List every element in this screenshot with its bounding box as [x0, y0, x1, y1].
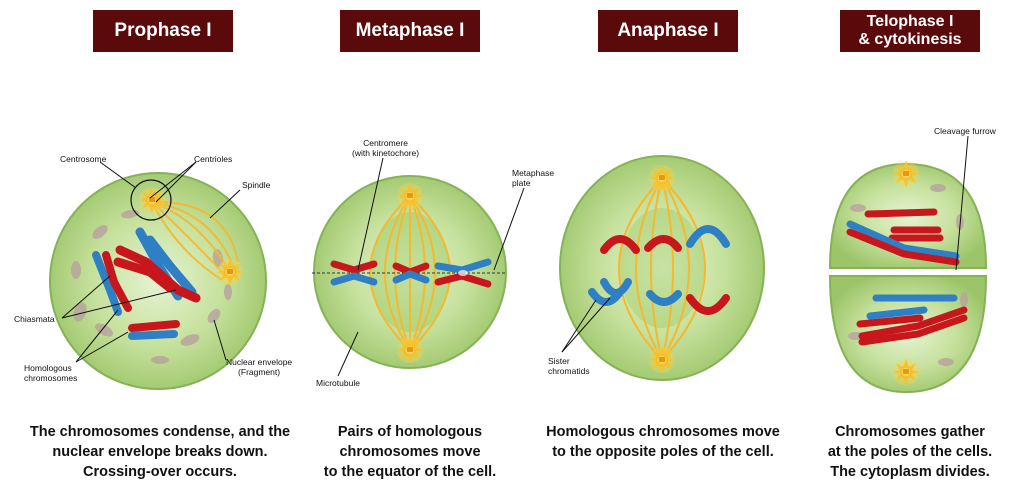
title-prophase-i: Prophase I	[93, 10, 233, 52]
title-telophase-i: Telophase I & cytokinesis	[840, 10, 980, 52]
label-sister-chromatids: Sister chromatids	[548, 356, 590, 376]
caption-prophase-i: The chromosomes condense, and the nuclea…	[29, 424, 291, 480]
telophase-cells	[828, 161, 988, 394]
title-anaphase-i: Anaphase I	[598, 10, 738, 52]
title-metaphase-i: Metaphase I	[340, 10, 480, 52]
label-cleavage-furrow: Cleavage furrow	[934, 126, 996, 136]
label-homologous-chromosomes: Homologous chromosomes	[24, 363, 78, 383]
label-centrioles: Centrioles	[194, 154, 233, 164]
label-nuclear-envelope: Nuclear envelope (Fragment)	[226, 357, 293, 377]
anaphase-cell	[559, 155, 765, 381]
label-centrosome: Centrosome	[60, 154, 107, 164]
label-microtubule: Microtubule	[316, 378, 360, 388]
label-metaphase-plate: Metaphase plate	[512, 168, 555, 188]
caption-metaphase-i: Pairs of homologous chromosomes move to …	[323, 424, 497, 480]
label-spindle: Spindle	[242, 180, 271, 190]
label-centromere: Centromere (with kinetochore)	[352, 138, 420, 158]
metaphase-cell	[312, 175, 507, 369]
label-chiasmata: Chiasmata	[14, 314, 55, 324]
caption-anaphase-i: Homologous chromosomes move to the oppos…	[546, 424, 780, 460]
caption-telophase-i: Chromosomes gather at the poles of the c…	[827, 424, 993, 480]
